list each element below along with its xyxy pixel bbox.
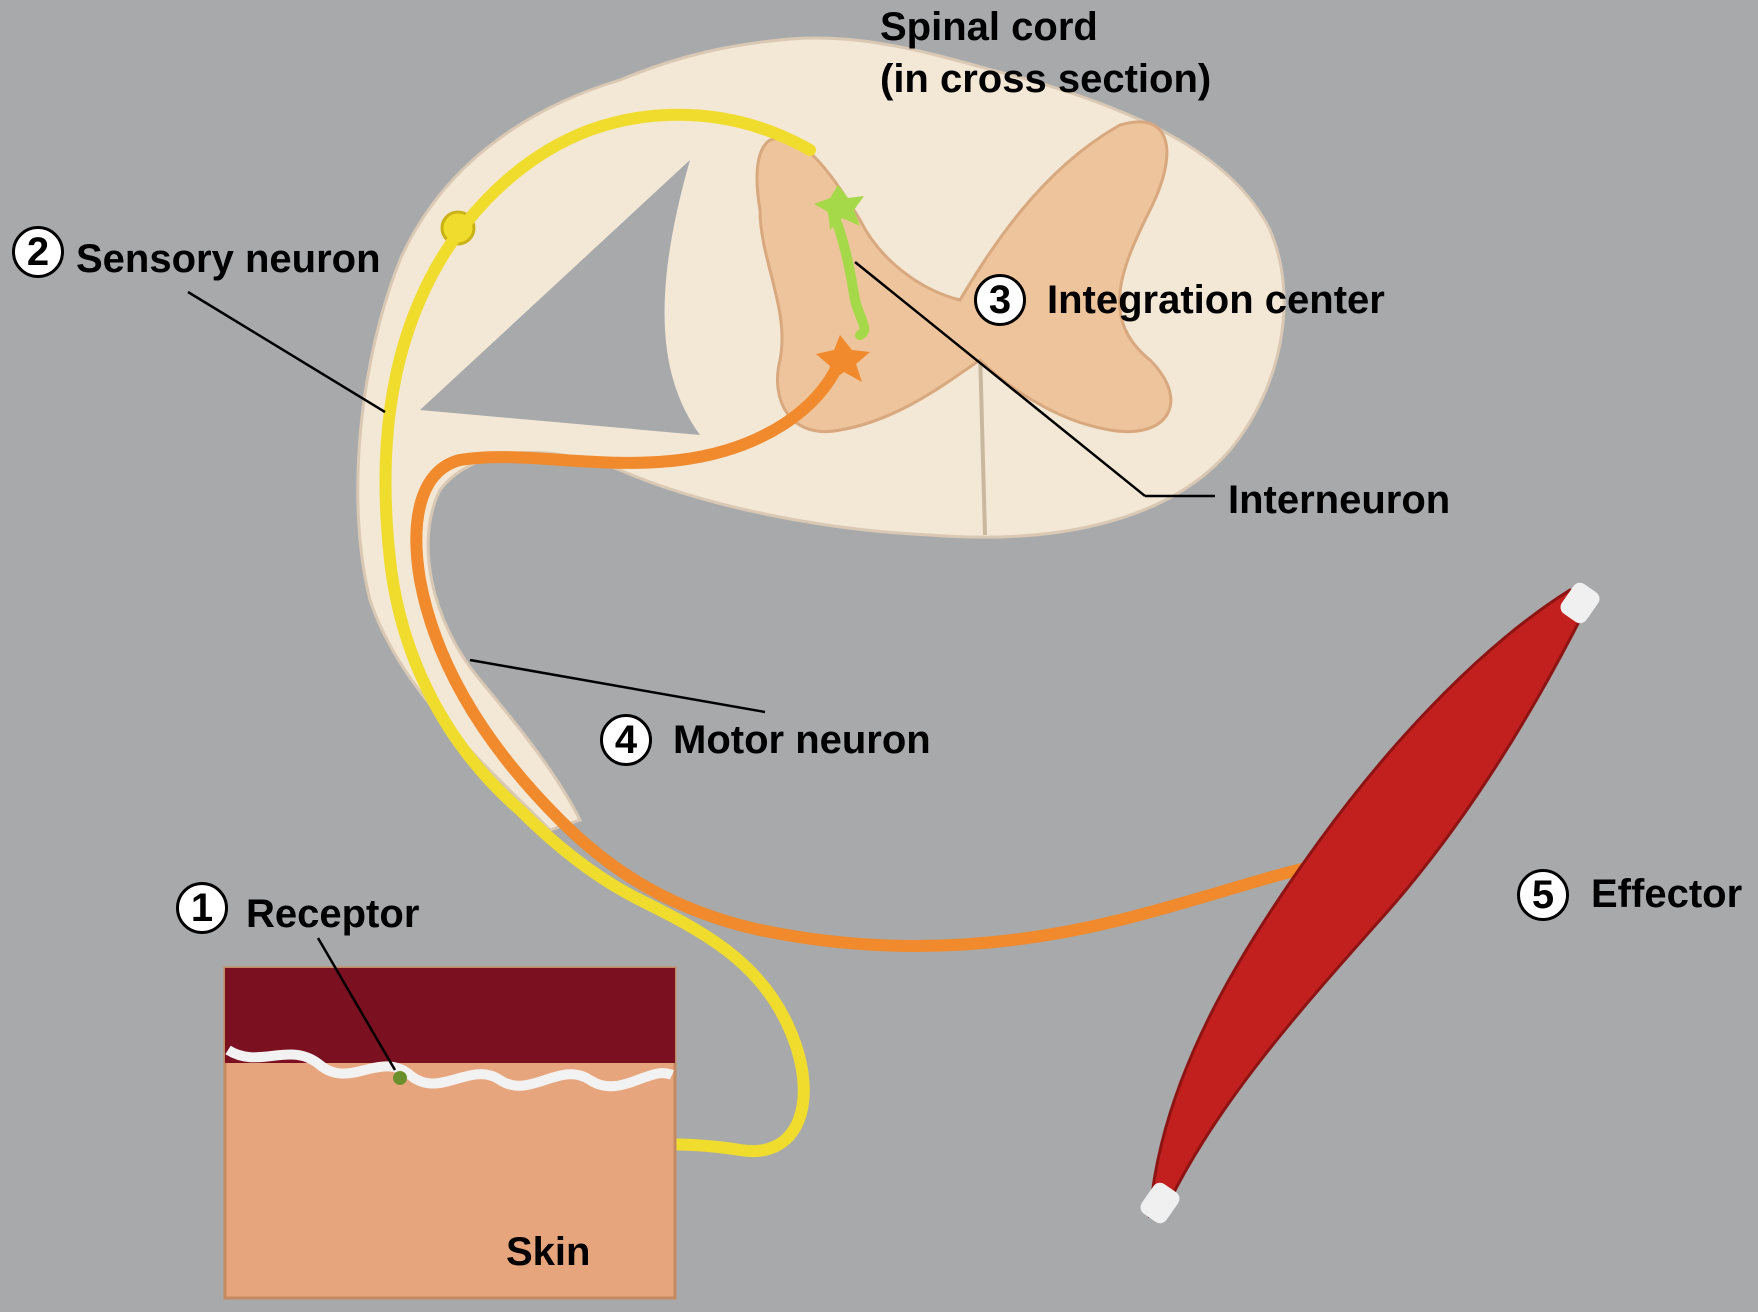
receptor-ending	[393, 1071, 407, 1085]
leader-sensory-neuron	[188, 292, 385, 412]
label-effector: Effector	[1591, 870, 1742, 919]
skin-block-epidermis	[225, 968, 675, 1063]
label-sensory-neuron: Sensory neuron	[76, 235, 381, 284]
label-skin: Skin	[506, 1228, 590, 1277]
step-badge-3: 3	[974, 274, 1026, 326]
step-badge-2: 2	[12, 226, 64, 278]
label-integration-center: Integration center	[1047, 276, 1385, 325]
label-spinal-cord-line2: (in cross section)	[880, 55, 1211, 104]
step-badge-5: 5	[1517, 869, 1569, 921]
label-interneuron: Interneuron	[1228, 476, 1450, 525]
step-badge-1: 1	[176, 882, 228, 934]
label-motor-neuron: Motor neuron	[673, 716, 931, 765]
label-spinal-cord-line1: Spinal cord	[880, 3, 1098, 52]
step-badge-4: 4	[600, 714, 652, 766]
label-receptor: Receptor	[246, 890, 419, 939]
leader-motor-neuron	[470, 660, 765, 712]
